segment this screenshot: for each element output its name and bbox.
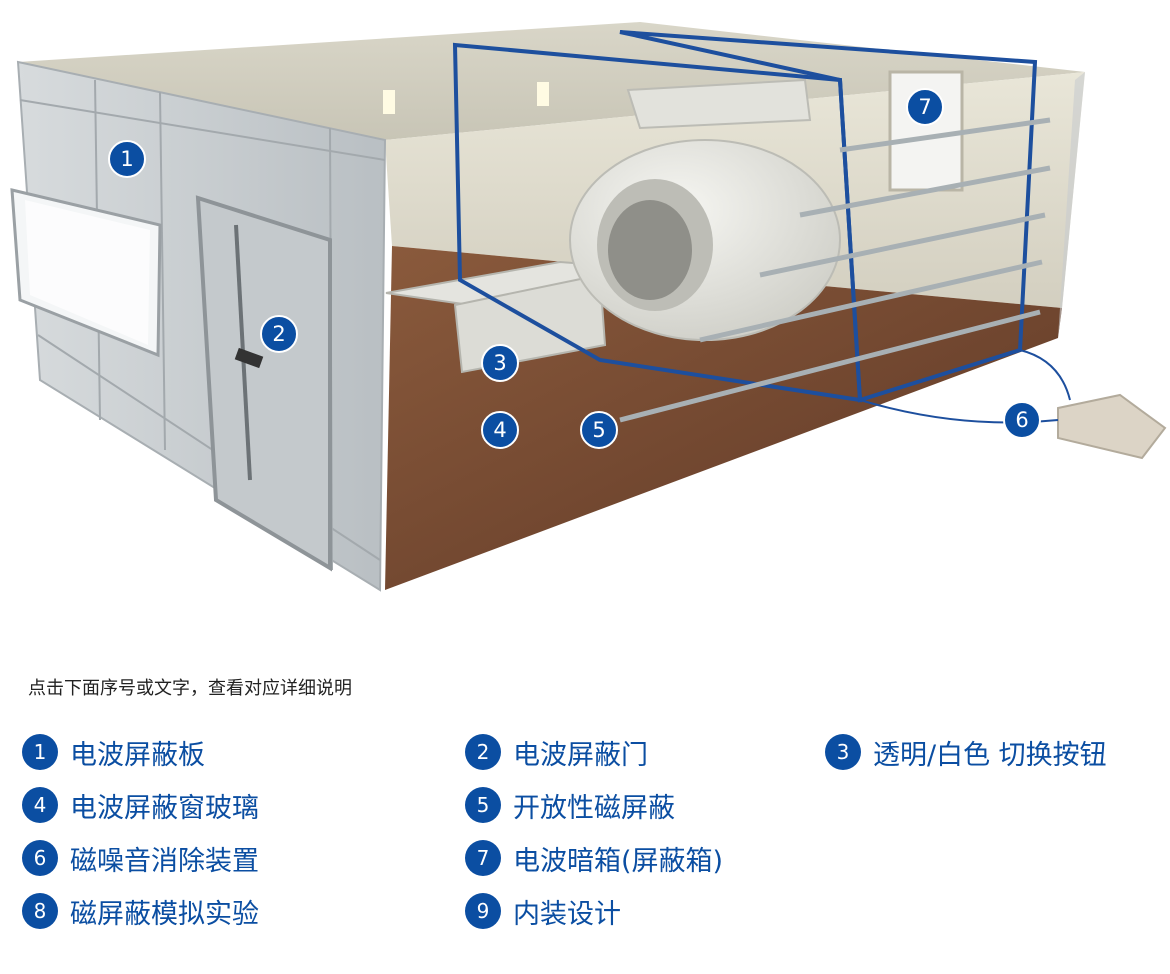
marker-7[interactable]: 7 (906, 88, 944, 126)
legend-item-6[interactable]: 6 磁噪音消除装置 (22, 838, 259, 878)
marker-5[interactable]: 5 (580, 411, 618, 449)
marker-2[interactable]: 2 (260, 315, 298, 353)
legend-number-badge: 8 (22, 893, 58, 929)
legend-number-badge: 5 (465, 787, 501, 823)
svg-text:3: 3 (493, 351, 506, 375)
legend-number-badge: 1 (22, 734, 58, 770)
legend-item-2[interactable]: 2 电波屏蔽门 (465, 732, 648, 772)
ceiling-light-icon (537, 82, 549, 106)
noise-cancel-unit (1057, 393, 1167, 460)
instruction-text: 点击下面序号或文字，查看对应详细说明 (28, 678, 352, 699)
svg-text:4: 4 (493, 418, 506, 442)
magnetic-shield-rods (619, 117, 1051, 423)
legend-label: 开放性磁屏蔽 (513, 792, 675, 824)
legend-label: 电波屏蔽板 (70, 739, 205, 771)
legend-item-9[interactable]: 9 内装设计 (465, 891, 621, 931)
legend-item-8[interactable]: 8 磁屏蔽模拟实验 (22, 891, 259, 931)
legend-number-badge: 2 (465, 734, 501, 770)
legend-label: 透明/白色 切换按钮 (873, 739, 1107, 771)
marker-1[interactable]: 1 (108, 140, 146, 178)
legend-label: 电波屏蔽门 (513, 739, 648, 771)
ceiling-light-icon (383, 90, 395, 114)
legend-item-7[interactable]: 7 电波暗箱(屏蔽箱) (465, 838, 723, 878)
legend-item-1[interactable]: 1 电波屏蔽板 (22, 732, 205, 772)
door-handle-icon (234, 347, 264, 369)
svg-text:2: 2 (272, 322, 285, 346)
legend-label: 磁噪音消除装置 (70, 845, 259, 877)
legend-number-badge: 7 (465, 840, 501, 876)
svg-text:5: 5 (592, 418, 605, 442)
ceiling (18, 22, 1085, 140)
legend-label: 内装设计 (513, 898, 621, 930)
svg-text:6: 6 (1015, 408, 1028, 432)
legend-label: 电波屏蔽窗玻璃 (70, 792, 259, 824)
shield-box-outline (452, 42, 863, 403)
mri-room-illustration: 1 2 3 4 5 6 7 (10, 22, 1167, 592)
legend-number-badge: 6 (22, 840, 58, 876)
legend-item-4[interactable]: 4 电波屏蔽窗玻璃 (22, 785, 259, 825)
legend-label: 磁屏蔽模拟实验 (70, 898, 259, 930)
legend-number-badge: 4 (22, 787, 58, 823)
legend-number-badge: 3 (825, 734, 861, 770)
legend-item-3[interactable]: 3 透明/白色 切换按钮 (825, 732, 1107, 772)
marker-4[interactable]: 4 (481, 411, 519, 449)
legend-item-5[interactable]: 5 开放性磁屏蔽 (465, 785, 675, 825)
marker-6[interactable]: 6 (1003, 401, 1041, 439)
legend-label: 电波暗箱(屏蔽箱) (513, 845, 724, 877)
svg-text:1: 1 (120, 147, 133, 171)
shield-door (195, 195, 332, 572)
glass-wall (1058, 72, 1085, 338)
marker-3[interactable]: 3 (481, 344, 519, 382)
legend-number-badge: 9 (465, 893, 501, 929)
svg-text:7: 7 (918, 95, 931, 119)
